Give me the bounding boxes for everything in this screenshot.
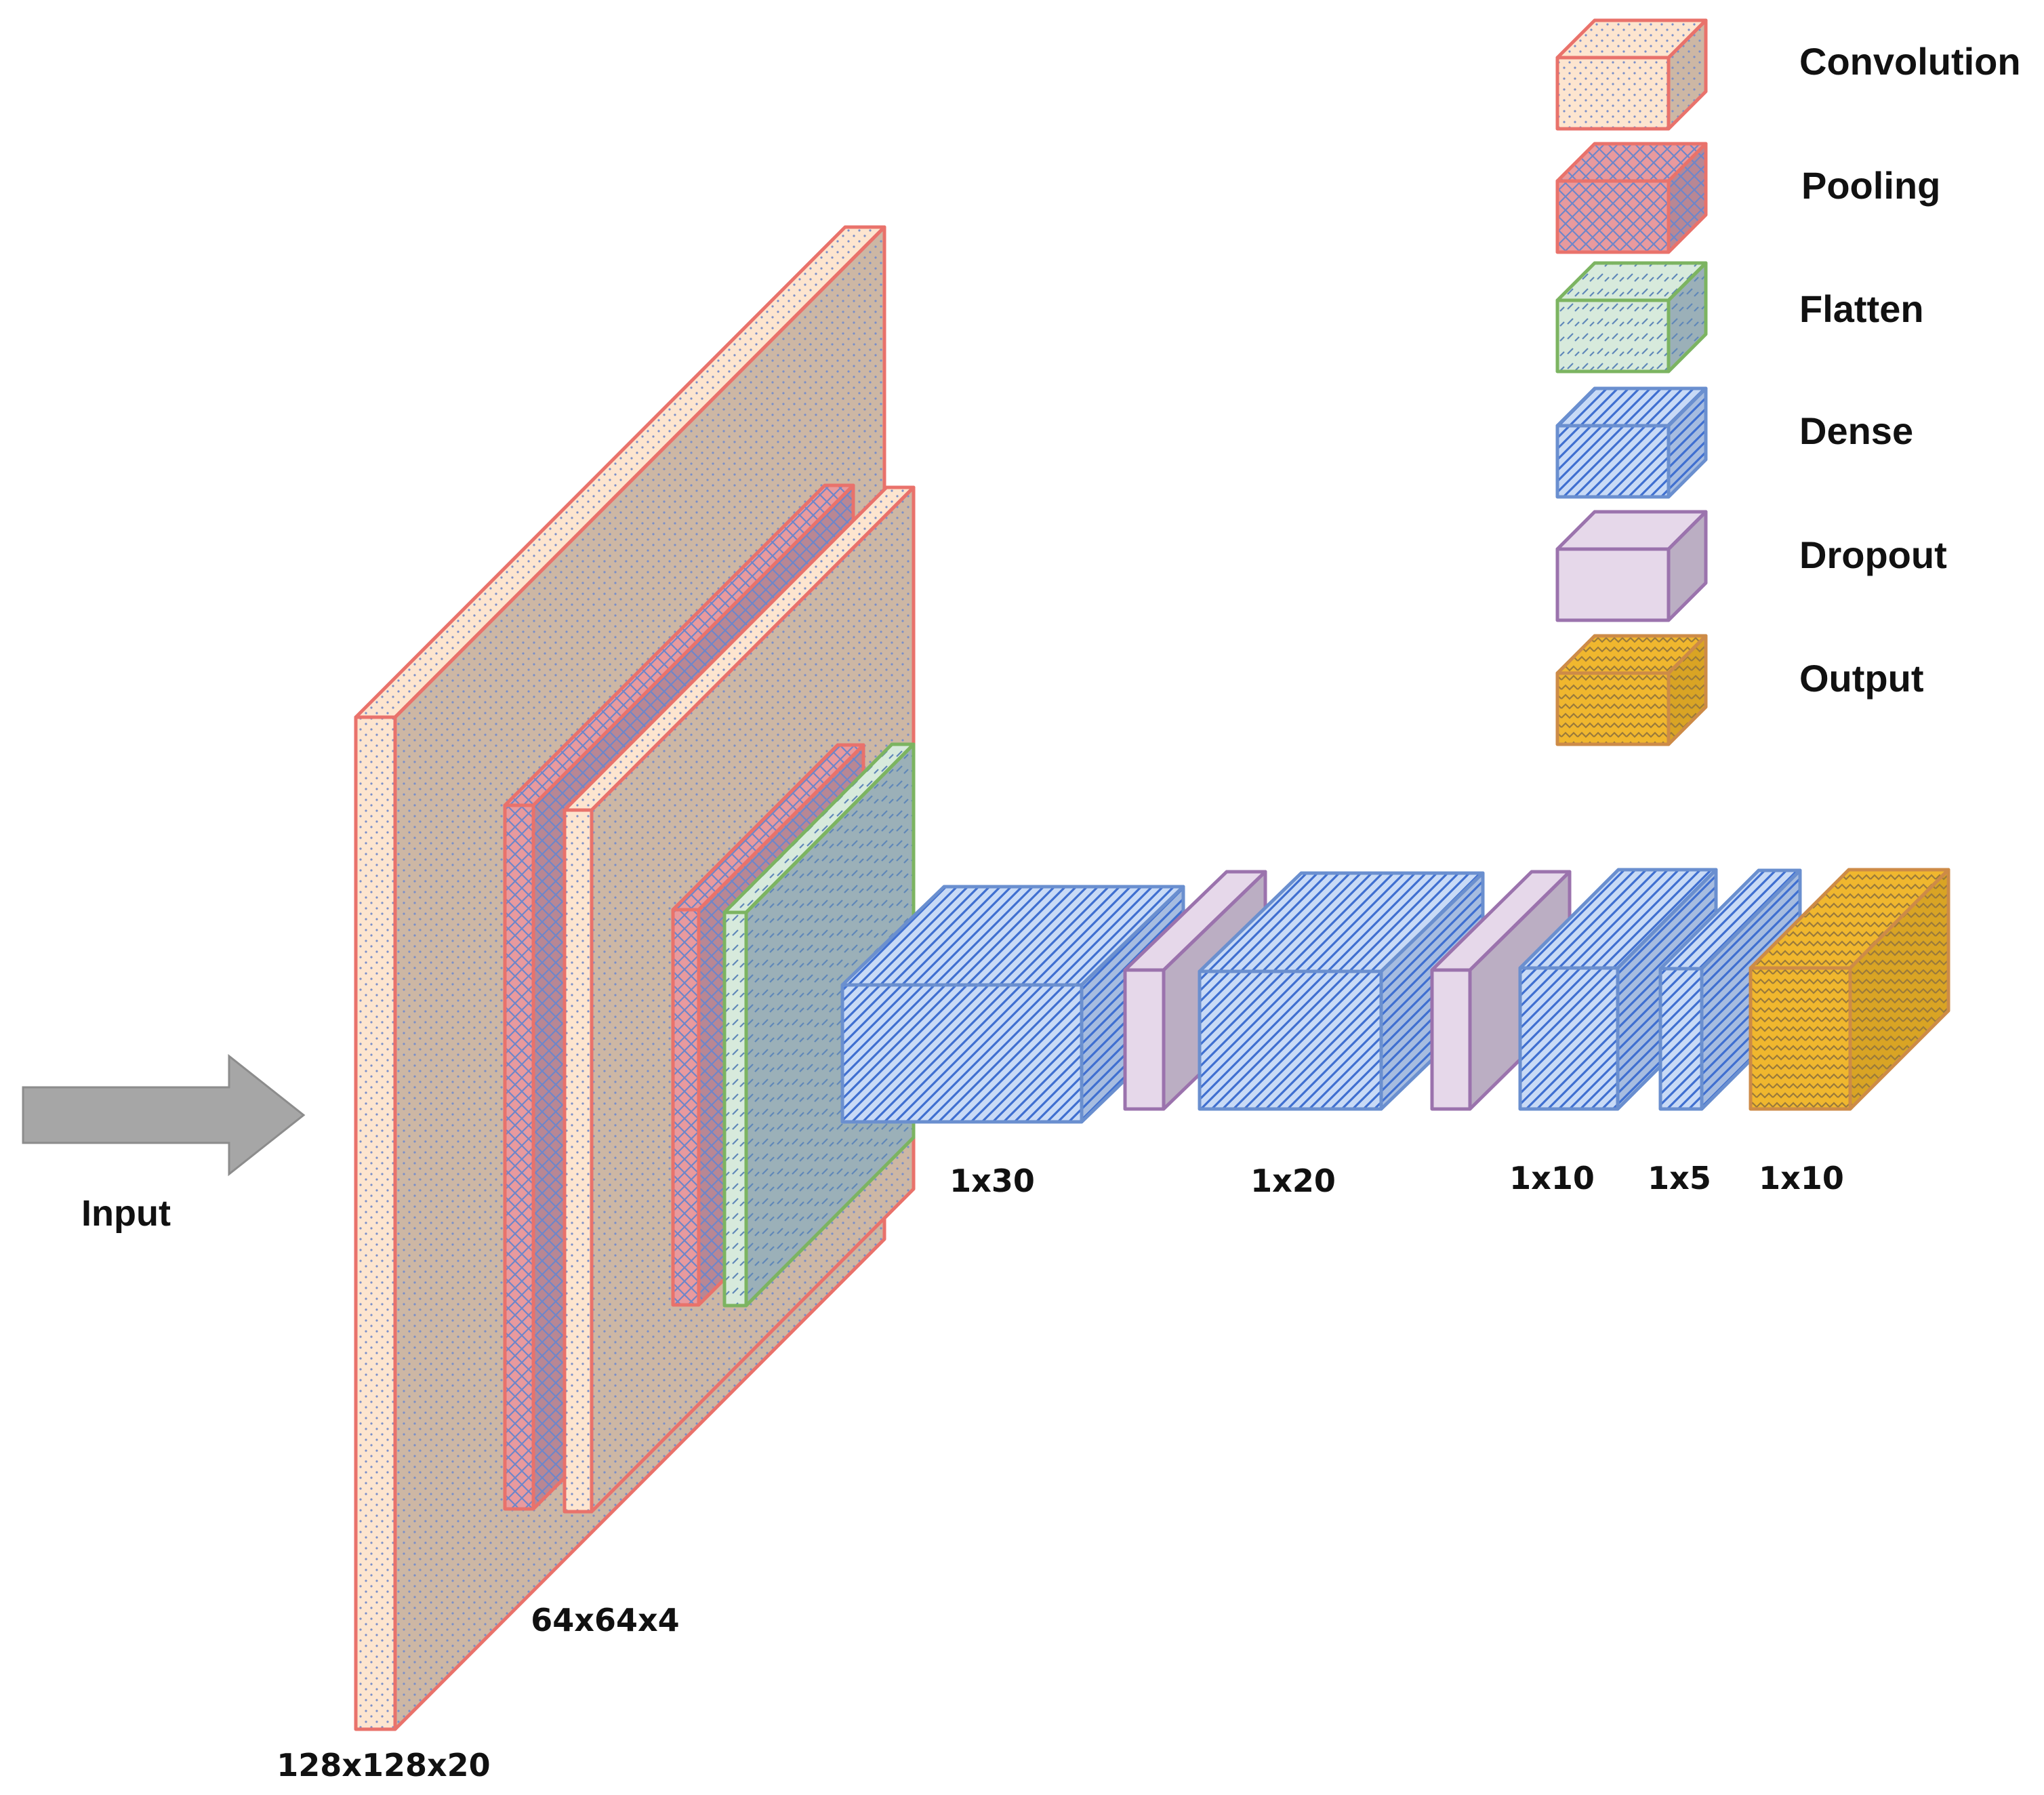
legend-label-dense: Dense: [1799, 409, 1913, 452]
conv1-dim-label: 128x128x20: [277, 1747, 490, 1783]
legend-label-dropout: Dropout: [1799, 533, 1947, 576]
input-label: Input: [81, 1193, 171, 1234]
dense1-dim-label: 1x30: [949, 1163, 1035, 1199]
legend-label-pooling: Pooling: [1801, 164, 1940, 207]
legend-swatch-out: [1555, 634, 1708, 746]
output-layer: [1749, 868, 1950, 1111]
legend: [1555, 18, 1708, 746]
legend-label-flatten: Flatten: [1799, 287, 1924, 330]
legend-swatch-dense: [1555, 386, 1708, 499]
dense3-dim-label: 1x10: [1509, 1160, 1595, 1196]
flatten-layer: [722, 742, 916, 1308]
legend-swatch-pool: [1555, 142, 1708, 254]
conv2-dim-label: 64x64x4: [531, 1602, 679, 1638]
legend-swatch-flat: [1555, 261, 1708, 374]
legend-swatch-drop: [1555, 510, 1708, 622]
legend-label-output: Output: [1799, 657, 1923, 700]
network-layers: [354, 225, 1950, 1731]
legend-label-convolution: Convolution: [1799, 40, 2021, 83]
input-arrow: [22, 1053, 306, 1177]
dense4-dim-label: 1x5: [1648, 1160, 1711, 1196]
output-dim-label: 1x10: [1759, 1160, 1844, 1196]
legend-swatch-conv: [1555, 18, 1708, 131]
dense2-dim-label: 1x20: [1250, 1163, 1336, 1199]
